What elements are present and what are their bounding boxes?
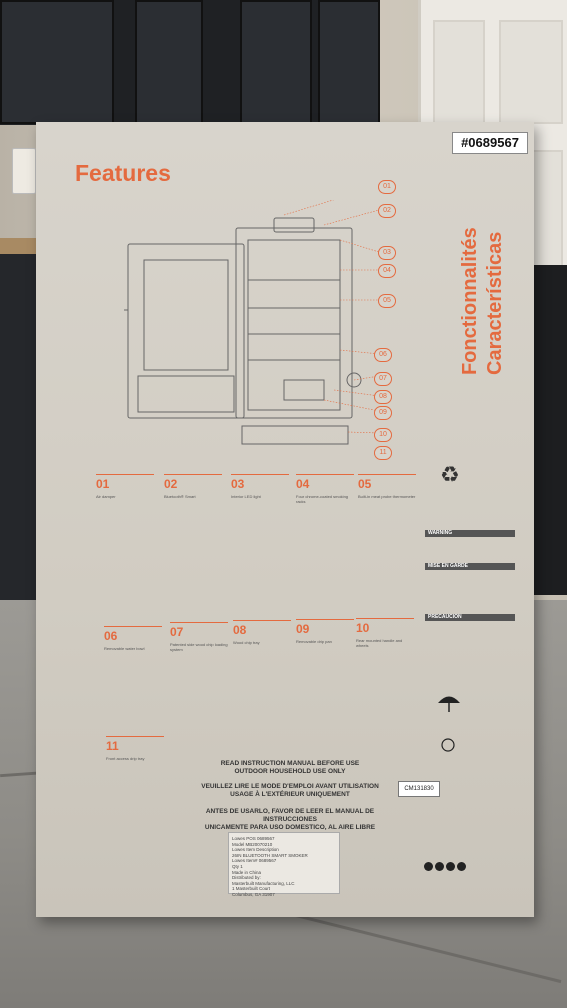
wall-outlet xyxy=(12,148,36,194)
sticker-code: CM131830 xyxy=(398,781,440,797)
callout-01: 01 xyxy=(378,180,396,194)
usage-french: VEUILLEZ LIRE LE MODE D'EMPLOI AVANT UTI… xyxy=(201,783,379,798)
callout-05: 05 xyxy=(378,294,396,308)
callout-10: 10 xyxy=(374,428,392,442)
upper-cabinet xyxy=(0,0,380,125)
counter-edge xyxy=(0,238,45,254)
callout-04: 04 xyxy=(378,264,396,278)
smoker-illustration xyxy=(124,200,380,445)
usage-spanish: ANTES DE USARLO, FAVOR DE LEER EL MANUAL… xyxy=(204,808,376,831)
callout-02: 02 xyxy=(378,204,396,218)
callout-07: 07 xyxy=(374,372,392,386)
social-icon xyxy=(424,862,466,871)
callout-09: 09 xyxy=(374,406,392,420)
callout-08: 08 xyxy=(374,390,392,404)
usage-english: READ INSTRUCTION MANUAL BEFORE USE OUTDO… xyxy=(220,760,360,775)
cert-mark-icon xyxy=(441,738,455,752)
item-tag: #0689567 xyxy=(452,132,528,154)
callout-11: 11 xyxy=(374,446,392,460)
callout-06: 06 xyxy=(374,348,392,362)
warning-block-es: PRECAUCION xyxy=(425,614,515,623)
side-title-es: Características xyxy=(484,231,506,375)
warning-block-fr: MISE EN GARDE xyxy=(425,563,515,572)
smoker-box xyxy=(36,122,534,917)
side-title-fr: Fonctionnalités xyxy=(459,227,481,375)
umbrella-icon xyxy=(438,696,460,712)
features-title: Features xyxy=(75,160,171,186)
warning-block-en: WARNING xyxy=(425,530,515,539)
shipping-label: Lowes POS 0689567 Model MB20070210 Lowes… xyxy=(228,832,340,897)
callout-03: 03 xyxy=(378,246,396,260)
recycle-icon: ♻ xyxy=(440,462,460,487)
